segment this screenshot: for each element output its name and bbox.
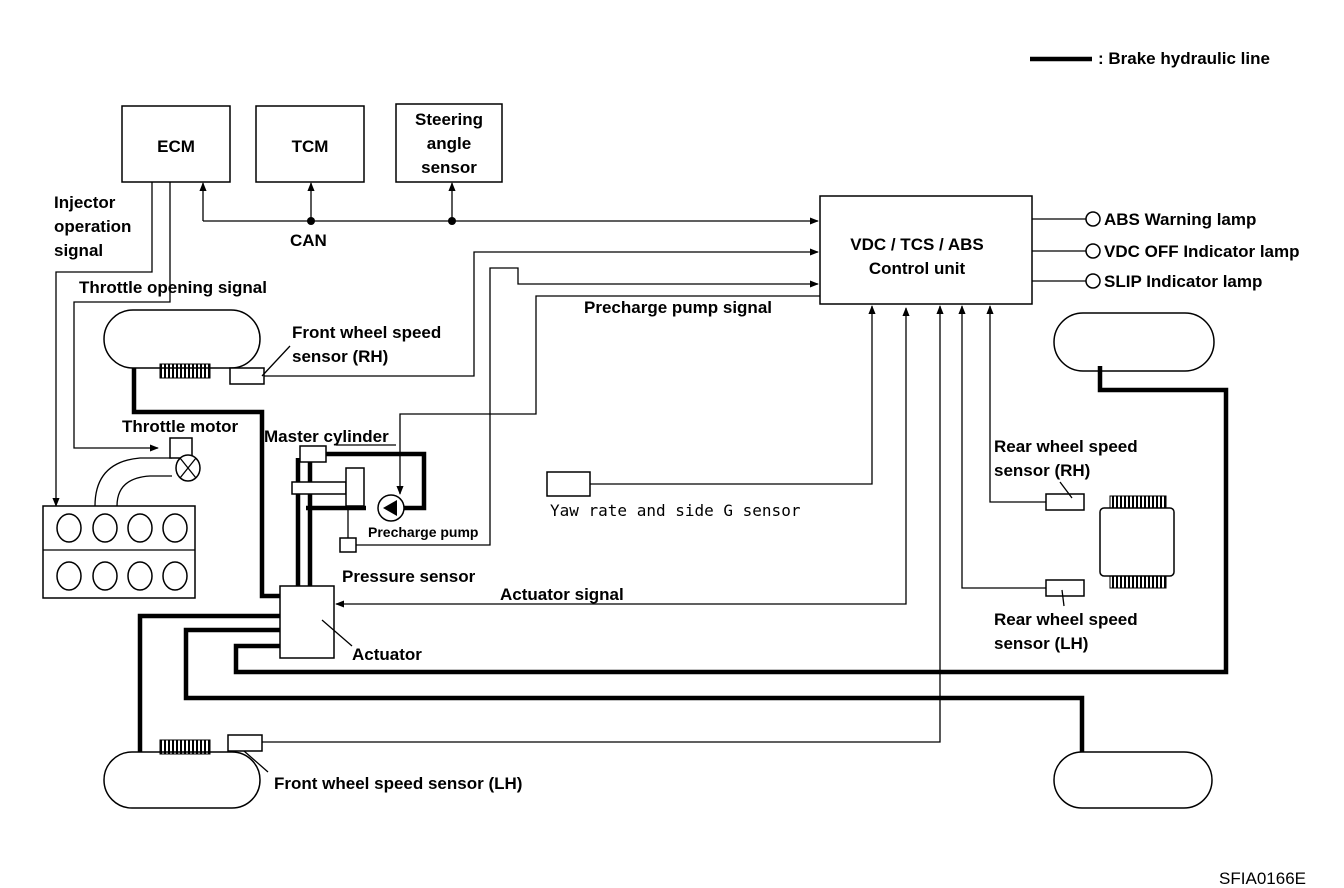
steering-sensor-label-2: angle: [427, 134, 471, 153]
figure-code: SFIA0166E: [1219, 869, 1306, 888]
front-rh-sensor-icon: [229, 367, 265, 385]
tcm-label: TCM: [292, 137, 329, 156]
warning-lamps: [1032, 211, 1101, 289]
control-unit-label-2: Control unit: [869, 259, 966, 278]
precharge-pump-signal-label: Precharge pump signal: [584, 298, 772, 317]
brake-hydraulic-lines: [131, 366, 1229, 752]
throttle-opening-signal-label: Throttle opening signal: [79, 278, 267, 297]
rear-lh-wheel: [1053, 751, 1213, 809]
tcm-box: [255, 105, 365, 183]
vdc-off-lamp-label: VDC OFF Indicator lamp: [1104, 242, 1300, 261]
vdc-off-lamp-icon: [1085, 243, 1101, 259]
pressure-sensor-label: Pressure sensor: [342, 567, 476, 586]
engine-block: [42, 457, 196, 599]
legend-label: : Brake hydraulic line: [1098, 49, 1270, 68]
rear-lh-sensor-label-2: sensor (LH): [994, 634, 1088, 653]
yaw-sensor-label: Yaw rate and side G sensor: [550, 501, 801, 520]
injector-signal-label-2: operation: [54, 217, 131, 236]
actuator-box: [279, 585, 335, 659]
can-bus: [199, 182, 819, 225]
yaw-sensor-icon: [546, 471, 591, 497]
front-rh-sensor-label-2: sensor (RH): [292, 347, 388, 366]
slip-lamp-icon: [1085, 273, 1101, 289]
actuator-label: Actuator: [352, 645, 422, 664]
actuator-signal-label: Actuator signal: [500, 585, 624, 604]
front-lh-wheel: [103, 751, 261, 809]
control-unit-box: [819, 195, 1033, 305]
signal-lines: [262, 248, 1046, 743]
front-lh-tone-ring: [159, 739, 211, 755]
precharge-pump-label: Precharge pump: [368, 524, 478, 540]
throttle-motor-label: Throttle motor: [122, 417, 239, 436]
rear-rh-sensor-label-2: sensor (RH): [994, 461, 1090, 480]
ecm-label: ECM: [157, 137, 195, 156]
steering-sensor-label-1: Steering: [415, 110, 483, 129]
abs-lamp-icon: [1085, 211, 1101, 227]
ecm-box: [121, 105, 231, 183]
front-lh-sensor-icon: [227, 734, 263, 752]
can-label: CAN: [290, 231, 327, 250]
actuator-leader: [321, 619, 353, 647]
front-rh-sensor-label-1: Front wheel speed: [292, 323, 441, 342]
rear-lh-sensor-label-1: Rear wheel speed: [994, 610, 1138, 629]
front-rh-tone-ring: [159, 363, 211, 379]
rear-differential: [1099, 495, 1175, 589]
steering-sensor-label-3: sensor: [421, 158, 477, 177]
legend: : Brake hydraulic line: [1030, 49, 1270, 68]
injector-signal-label-1: Injector: [54, 193, 116, 212]
front-rh-wheel: [103, 309, 261, 369]
pressure-sensor-icon: [339, 537, 357, 553]
injector-signal-line: [52, 182, 153, 507]
steering-sensor-box: [395, 103, 503, 183]
rear-rh-wheel: [1053, 312, 1215, 372]
abs-warning-lamp-label: ABS Warning lamp: [1104, 210, 1256, 229]
rear-rh-sensor-icon: [1045, 493, 1085, 511]
front-lh-sensor-label: Front wheel speed sensor (LH): [274, 774, 522, 793]
rear-rh-sensor-label-1: Rear wheel speed: [994, 437, 1138, 456]
control-unit-label-1: VDC / TCS / ABS: [850, 235, 984, 254]
slip-lamp-label: SLIP Indicator lamp: [1104, 272, 1262, 291]
rear-lh-sensor-icon: [1045, 579, 1085, 597]
precharge-pump: [377, 494, 405, 522]
throttle-signal-line: [73, 182, 171, 452]
injector-signal-label-3: signal: [54, 241, 103, 260]
throttle-motor: [169, 437, 201, 482]
master-cylinder-label: Master cylinder: [264, 427, 389, 446]
